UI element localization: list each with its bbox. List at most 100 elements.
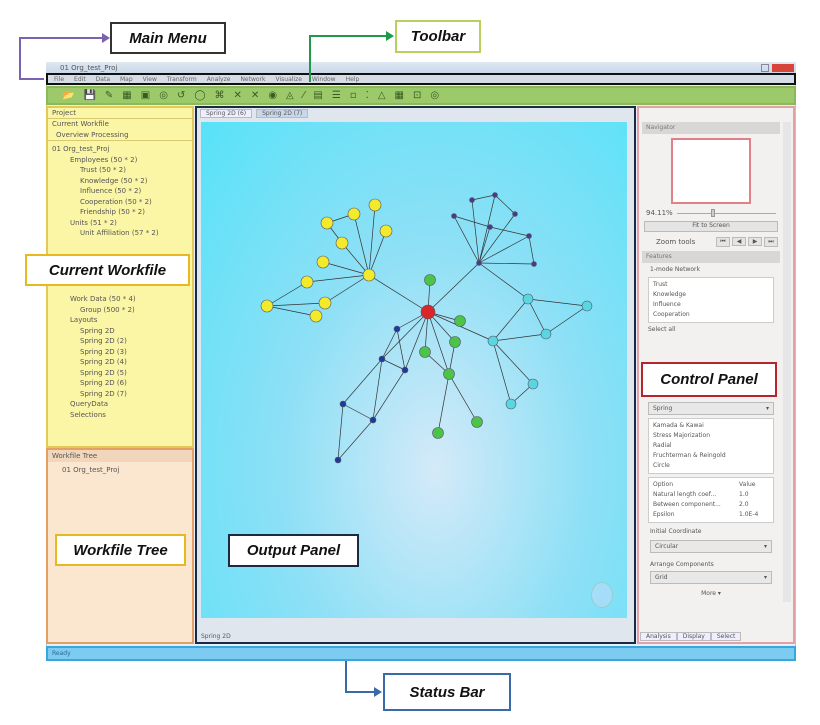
toolbar-icon-6[interactable]: ↺ [176, 90, 186, 101]
graph-node[interactable] [443, 368, 455, 380]
tree-item[interactable]: Spring 2D (4) [80, 358, 127, 366]
tree-item[interactable]: Spring 2D (5) [80, 368, 127, 377]
close-button[interactable] [772, 64, 794, 72]
graph-node[interactable] [347, 207, 361, 221]
graph-node[interactable] [362, 268, 376, 282]
toolbar-icon-14[interactable]: ▤ [313, 90, 323, 101]
tree-item[interactable]: Friendship (50 * 2) [80, 208, 145, 216]
graph-node[interactable] [469, 197, 475, 203]
navigation-globe-icon[interactable] [591, 582, 613, 608]
graph-node[interactable] [531, 261, 537, 267]
tree-item[interactable]: Spring 2D (6) [80, 379, 127, 387]
graph-node[interactable] [379, 224, 393, 238]
menu-item-file[interactable]: File [54, 75, 65, 83]
tree-item[interactable]: Employees (50 * 2) [70, 155, 138, 164]
graph-node[interactable] [522, 293, 534, 305]
toolbar-icon-18[interactable]: △ [377, 90, 386, 101]
graph-node[interactable] [526, 233, 532, 239]
graph-node[interactable] [471, 416, 483, 428]
arrange-select[interactable]: Grid [650, 571, 772, 584]
graph-node[interactable] [368, 198, 382, 212]
graph-node[interactable] [393, 325, 401, 333]
toolbar-icon-15[interactable]: ☰ [331, 90, 341, 101]
tab-project[interactable]: Project [48, 108, 192, 119]
tab-output-bottom[interactable]: Spring 2D [201, 633, 231, 640]
toolbar-icon-12[interactable]: ◬ [286, 90, 294, 101]
tab-workfile-tree[interactable]: Workfile Tree [48, 450, 192, 462]
toolbar-icon-0[interactable]: 📂 [62, 90, 75, 101]
table-row[interactable]: Between component...2.0 [653, 500, 769, 510]
initial-coordinate-select[interactable]: Circular [650, 540, 772, 553]
toolbar-icon-3[interactable]: ▦ [122, 90, 132, 101]
view-options[interactable]: Overview Processing [48, 130, 192, 141]
graph-node[interactable] [335, 236, 349, 250]
fit-to-screen-button[interactable]: Fit to Screen [644, 221, 778, 232]
menu-item-edit[interactable]: Edit [74, 75, 86, 83]
menu-item-transform[interactable]: Transform [166, 75, 197, 83]
graph-node[interactable] [320, 216, 334, 230]
tree-item[interactable]: Influence (50 * 2) [80, 187, 142, 195]
menu-item-data[interactable]: Data [95, 75, 110, 83]
menu-item-network[interactable]: Network [240, 75, 266, 83]
graph-node[interactable] [318, 296, 332, 310]
tree-item[interactable]: Group (500 * 2) [80, 305, 135, 314]
menu-item-window[interactable]: Window [311, 75, 336, 83]
graph-node[interactable] [512, 211, 518, 217]
graph-node[interactable] [476, 260, 482, 266]
graph-node[interactable] [316, 255, 330, 269]
tree-item[interactable]: Unit Affiliation (57 * 2) [80, 229, 159, 237]
graph-node[interactable] [505, 398, 517, 410]
tree-item[interactable]: Units (51 * 2) [70, 218, 117, 227]
graph-node[interactable] [369, 416, 377, 424]
menu-item-help[interactable]: Help [345, 75, 360, 83]
prev-icon[interactable]: ◀ [732, 237, 746, 246]
select-all-checkbox[interactable]: Select all [648, 326, 676, 333]
menu-item-analyze[interactable]: Analyze [206, 75, 231, 83]
graph-node[interactable] [419, 346, 431, 358]
toolbar-icon-8[interactable]: ⌘ [214, 90, 225, 101]
control-scrollbar[interactable] [783, 122, 791, 602]
tree-item[interactable]: Spring 2D (3) [80, 347, 127, 356]
graph-node[interactable] [420, 304, 436, 320]
toolbar-icon-9[interactable]: ✕ [233, 90, 242, 101]
graph-node[interactable] [378, 355, 386, 363]
toolbar-icon-13[interactable]: ⁄ [302, 90, 305, 101]
overview-thumbnail[interactable] [671, 138, 751, 204]
graph-node[interactable] [454, 315, 466, 327]
first-icon[interactable]: ⏮ [716, 236, 730, 247]
tree-item[interactable]: 01 Org_test_Proj [52, 145, 110, 153]
graph-node[interactable] [334, 456, 342, 464]
layout-option[interactable]: Radial [653, 442, 672, 449]
toolbar-icon-21[interactable]: ◎ [430, 90, 440, 101]
layout-option[interactable]: Fruchterman & Reingold [653, 452, 726, 459]
toolbar-icon-11[interactable]: ◉ [268, 90, 278, 101]
tree-item[interactable]: QueryData [70, 400, 108, 408]
graph-node[interactable] [487, 224, 493, 230]
tab-output-2[interactable]: Spring 2D (7) [256, 109, 309, 118]
toolbar-icon-19[interactable]: ▦ [394, 90, 404, 101]
menu-item-view[interactable]: View [142, 75, 157, 83]
graph-node[interactable] [487, 335, 499, 347]
tree-item[interactable]: Spring 2D [80, 326, 115, 335]
feature-item[interactable]: Knowledge [653, 291, 686, 298]
graph-node[interactable] [540, 328, 552, 340]
feature-item[interactable]: Trust [653, 281, 668, 288]
more-button[interactable]: More ▾ [701, 590, 721, 597]
toolbar-icon-17[interactable]: ⁚ [365, 90, 369, 101]
graph-node[interactable] [449, 336, 461, 348]
layout-option[interactable]: Circle [653, 462, 670, 469]
graph-node[interactable] [581, 300, 593, 312]
next-icon[interactable]: ▶ [748, 237, 762, 246]
graph-node[interactable] [424, 274, 436, 286]
tree-item[interactable]: Cooperation (50 * 2) [80, 197, 152, 206]
toolbar-icon-20[interactable]: ⊡ [412, 90, 422, 101]
graph-node[interactable] [492, 192, 498, 198]
toolbar-icon-7[interactable]: ◯ [194, 90, 206, 101]
last-icon[interactable]: ⏭ [764, 236, 778, 247]
tree-item[interactable]: Knowledge (50 * 2) [80, 176, 148, 185]
toolbar-icon-5[interactable]: ◎ [159, 90, 168, 101]
maximize-button[interactable] [761, 64, 769, 72]
graph-node[interactable] [300, 275, 314, 289]
graph-node[interactable] [260, 299, 274, 313]
